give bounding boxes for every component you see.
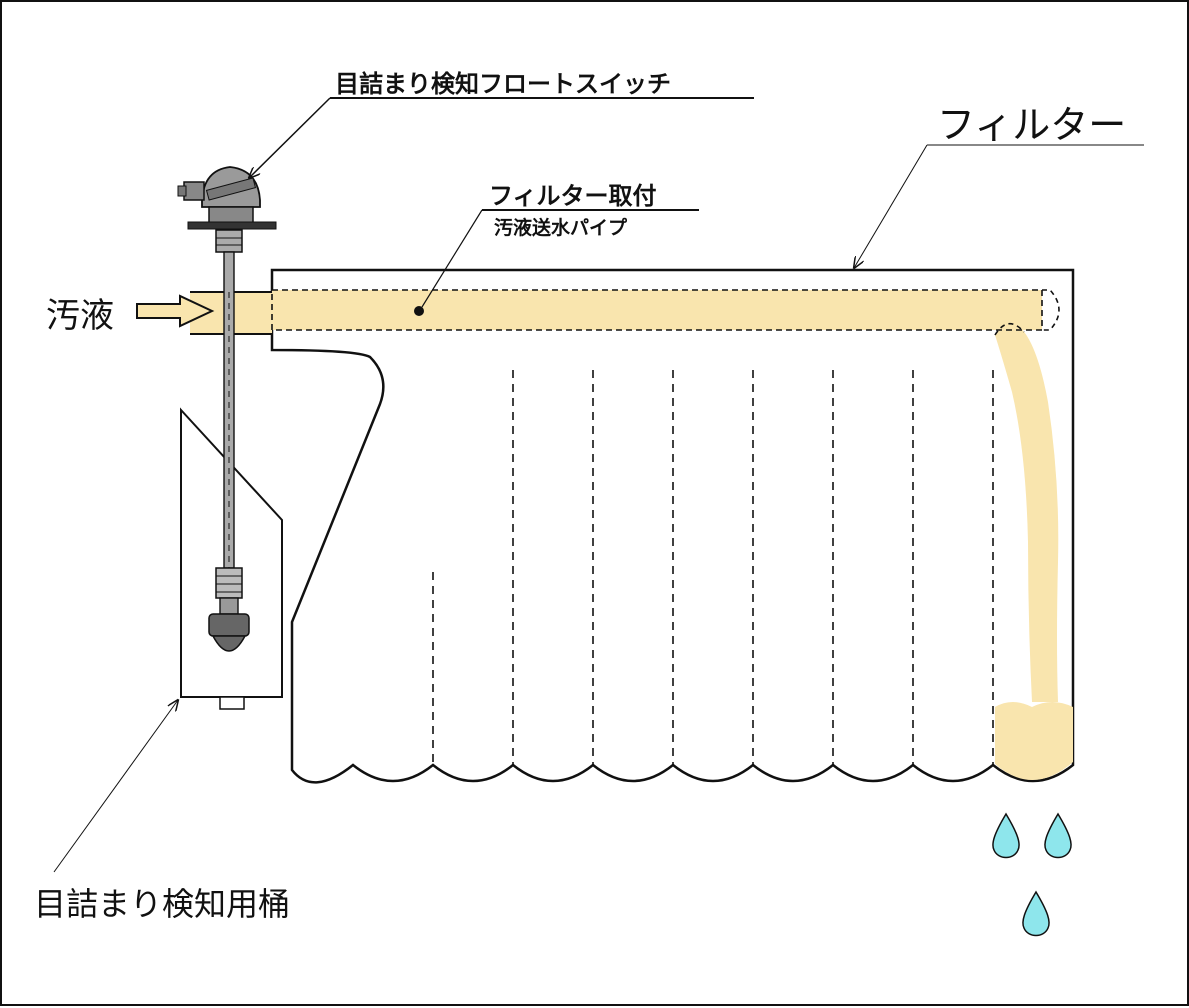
filter-label: フィルター: [937, 103, 1126, 147]
dirty-liquid-label: 汚液: [46, 296, 114, 336]
liquid-pool: [995, 702, 1073, 781]
detection-bucket-label: 目詰まり検知用桶: [34, 885, 290, 923]
switch-stem: [223, 251, 235, 569]
switch-head-stripe: [205, 177, 257, 201]
switch-float-ball: [208, 613, 250, 637]
pipe-inner: [271, 289, 1043, 331]
water-drop-icon: [1022, 890, 1050, 937]
water-drop-icon: [992, 812, 1020, 859]
float-switch: [177, 166, 277, 652]
switch-flange: [187, 221, 277, 230]
bucket-drain: [219, 696, 245, 710]
liquid-stream: [995, 323, 1073, 781]
pleat-lines: [432, 370, 994, 765]
water-drops: [992, 812, 1072, 937]
switch-neck: [208, 206, 254, 224]
liquid-downflow: [995, 323, 1059, 702]
switch-float-upper: [215, 567, 243, 599]
pipe-marker-dot: [414, 306, 424, 316]
pipe: [190, 289, 1060, 336]
filter-bag: [270, 268, 1075, 784]
switch-cable-gland: [183, 181, 205, 201]
pipe-end-cap: [1042, 289, 1060, 331]
water-drop-icon: [1044, 812, 1072, 859]
switch-nut: [215, 229, 243, 253]
float-switch-label: 目詰まり検知フロートスイッチ: [335, 70, 671, 98]
filter-mount-label: フィルター取付: [489, 182, 657, 210]
pipe-outlet: [994, 322, 1025, 336]
inflow-arrow-icon: [136, 294, 215, 328]
pipe-label: 汚液送水パイプ: [494, 216, 628, 239]
leader-lines: [53, 97, 1144, 873]
